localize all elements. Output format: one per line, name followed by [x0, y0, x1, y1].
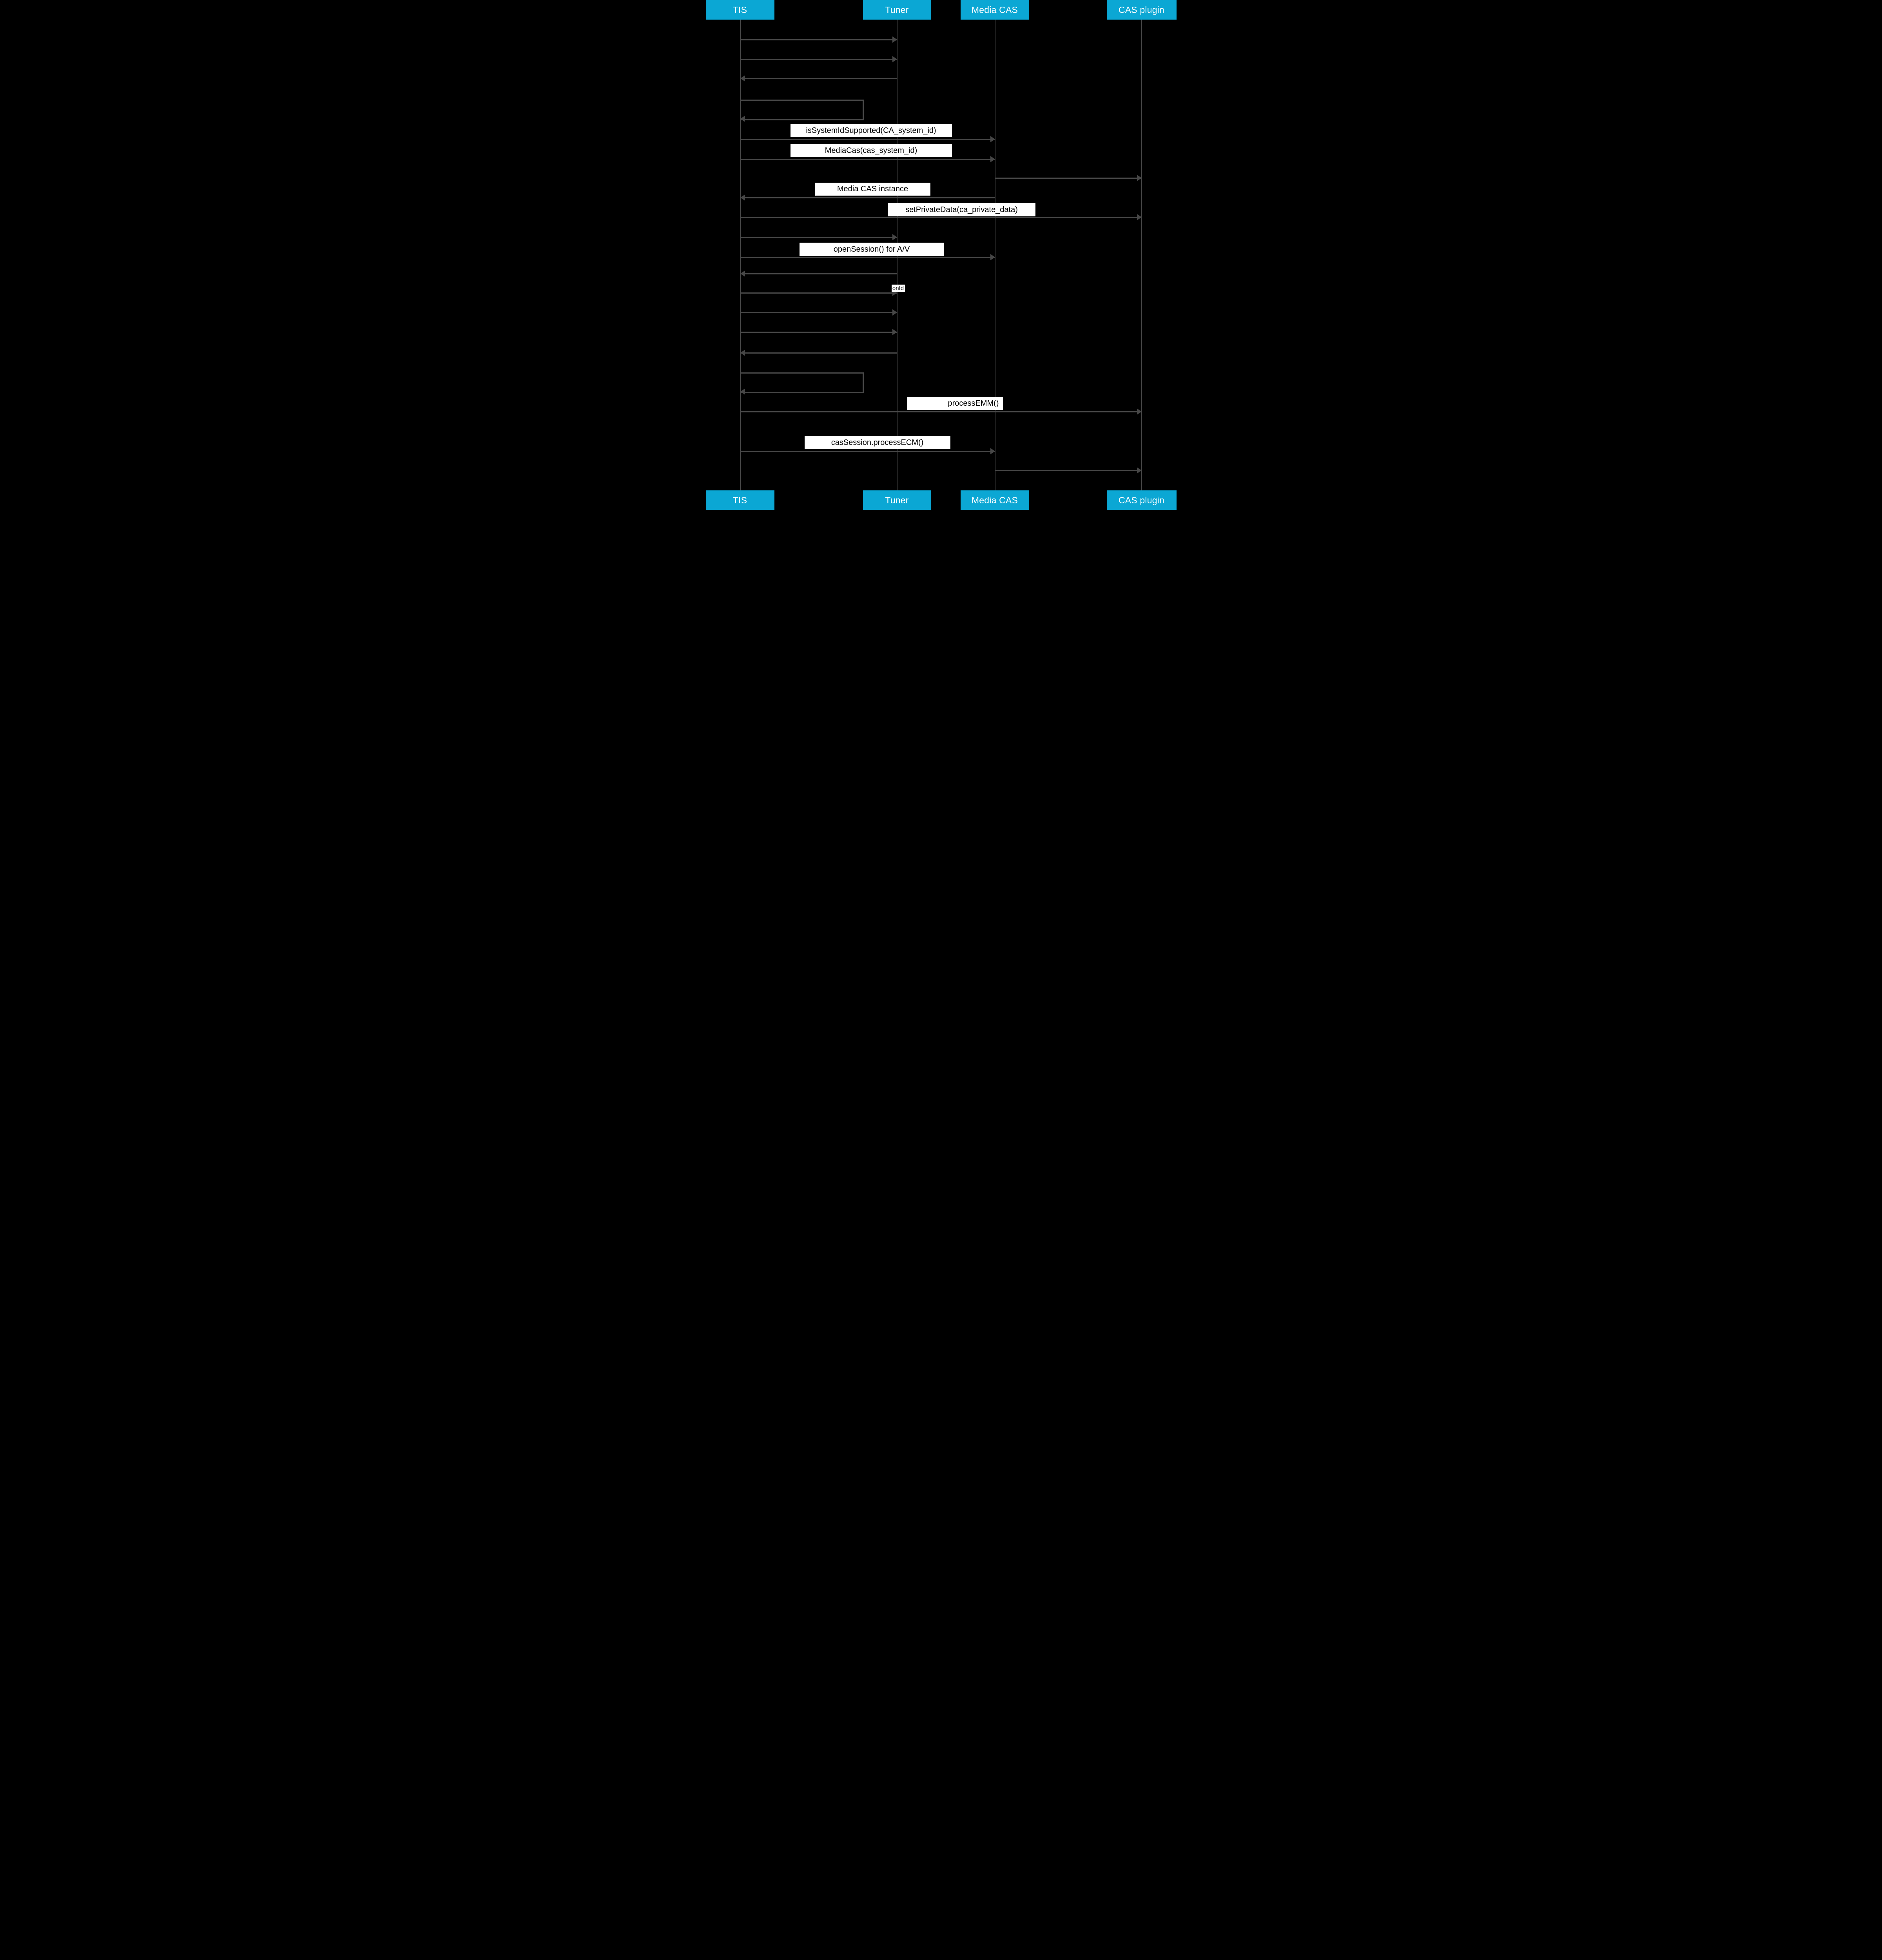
- message-arrow-line: [740, 411, 1142, 412]
- message-label: casSession.processECM(): [804, 436, 950, 449]
- participant-top-tuner: Tuner: [863, 0, 931, 20]
- participant-bottom-media-cas: Media CAS: [960, 490, 1029, 510]
- message-arrow-line: [995, 470, 1142, 471]
- message-label: onId: [891, 285, 905, 292]
- participant-top-tis: TIS: [705, 0, 774, 20]
- message-arrow-line: [740, 59, 897, 60]
- message-arrowhead-icon: [740, 75, 745, 82]
- message-label: setPrivateData(ca_private_data): [888, 203, 1035, 216]
- message-label: openSession() for A/V: [799, 243, 944, 256]
- message-arrow-line: [740, 352, 897, 354]
- message-arrowhead-icon: [892, 56, 897, 62]
- participant-bottom-tuner: Tuner: [863, 490, 931, 510]
- message-arrow-line: [740, 451, 995, 452]
- message-arrowhead-icon: [990, 136, 995, 142]
- message-arrowhead-icon: [1137, 214, 1142, 220]
- message-arrow-line: [740, 312, 897, 313]
- lifeline-cas-plugin: [1141, 20, 1142, 490]
- self-loop-arrowhead-icon: [740, 388, 745, 395]
- message-label: processEMM(): [907, 397, 1003, 410]
- participant-bottom-tis: TIS: [705, 490, 774, 510]
- message-arrowhead-icon: [740, 350, 745, 356]
- message-arrowhead-icon: [1137, 175, 1142, 181]
- message-arrow-line: [740, 217, 1142, 218]
- message-arrow-line: [995, 178, 1142, 179]
- self-loop-arrowhead-icon: [740, 116, 745, 122]
- message-label: Media CAS instance: [815, 183, 930, 196]
- message-arrowhead-icon: [892, 234, 897, 240]
- message-arrowhead-icon: [990, 156, 995, 162]
- message-arrow-line: [740, 332, 897, 333]
- message-arrowhead-icon: [892, 36, 897, 43]
- self-message-loop: [740, 372, 864, 393]
- message-arrow-line: [740, 273, 897, 274]
- message-arrowhead-icon: [1137, 408, 1142, 415]
- message-arrow-line: [740, 237, 897, 238]
- message-arrowhead-icon: [1137, 467, 1142, 474]
- sequence-diagram: TIS Tuner Media CAS CAS plugin isSystemI…: [705, 0, 1177, 510]
- message-arrow-line: [740, 197, 995, 198]
- lifeline-tis: [740, 20, 741, 490]
- message-arrow-line: [740, 159, 995, 160]
- message-label: MediaCas(cas_system_id): [790, 144, 952, 157]
- message-arrow-line: [740, 39, 897, 40]
- message-arrowhead-icon: [990, 448, 995, 454]
- participant-top-media-cas: Media CAS: [960, 0, 1029, 20]
- message-arrowhead-icon: [892, 329, 897, 335]
- message-arrowhead-icon: [740, 270, 745, 277]
- message-arrow-line: [740, 257, 995, 258]
- message-arrowhead-icon: [990, 254, 995, 260]
- message-arrowhead-icon: [740, 194, 745, 201]
- message-arrow-line: [740, 78, 897, 79]
- participant-bottom-cas-plugin: CAS plugin: [1106, 490, 1177, 510]
- self-message-loop: [740, 100, 864, 120]
- message-arrow-line: [740, 139, 995, 140]
- message-arrowhead-icon: [892, 309, 897, 316]
- message-label: isSystemIdSupported(CA_system_id): [790, 124, 952, 137]
- message-arrow-line: [740, 292, 897, 294]
- participant-top-cas-plugin: CAS plugin: [1106, 0, 1177, 20]
